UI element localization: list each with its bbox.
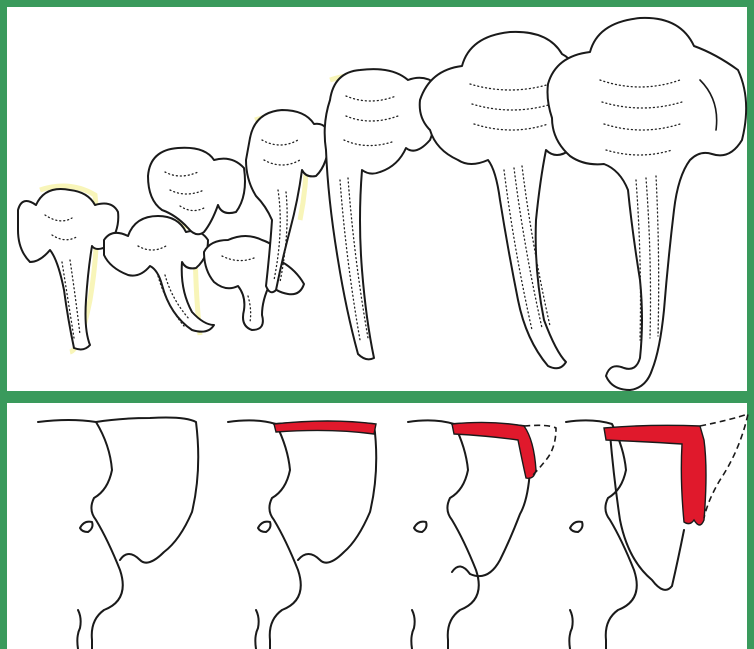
panel-divider — [0, 391, 754, 403]
